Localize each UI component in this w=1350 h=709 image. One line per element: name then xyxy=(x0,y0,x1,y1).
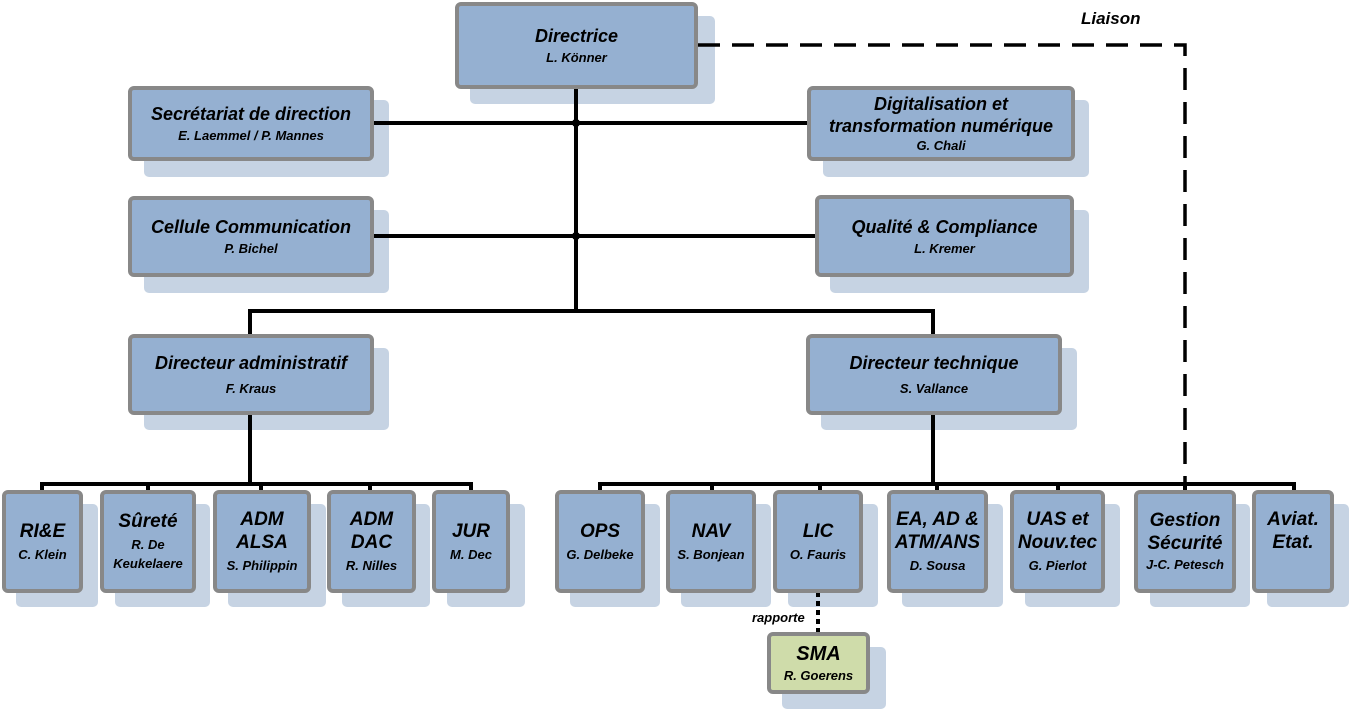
org-box-adm-dac[interactable]: ADM DAC R. Nilles xyxy=(327,490,416,593)
org-box-directeur-technique[interactable]: Directeur technique S. Vallance xyxy=(806,334,1062,415)
box-person: O. Fauris xyxy=(789,546,847,562)
org-box-surete[interactable]: Sûreté R. De Keukelaere xyxy=(100,490,196,593)
org-box-secretariat[interactable]: Secrétariat de direction E. Laemmel / P.… xyxy=(128,86,374,161)
box-person: S. Philippin xyxy=(226,558,298,573)
org-box-lic[interactable]: LIC O. Fauris xyxy=(773,490,863,593)
box-title: Cellule Communication xyxy=(150,217,352,237)
box-title-line1: Digitalisation et xyxy=(873,94,1008,114)
box-person: S. Vallance xyxy=(899,381,969,396)
org-box-aviat-etat[interactable]: Aviat. Etat. xyxy=(1252,490,1334,593)
box-person: G. Delbeke xyxy=(566,546,634,562)
box-title-line2: Etat. xyxy=(1272,532,1314,553)
org-box-uas[interactable]: UAS et Nouv.tec G. Pierlot xyxy=(1010,490,1105,593)
box-title: LIC xyxy=(802,520,834,542)
box-title: Secrétariat de direction xyxy=(150,104,352,124)
box-person: J-C. Petesch xyxy=(1145,557,1225,572)
box-title-line1: ADM xyxy=(349,509,394,530)
box-title-line1: Gestion xyxy=(1149,510,1221,531)
box-person-line2: Keukelaere xyxy=(113,556,183,571)
org-box-gestion-securite[interactable]: Gestion Sécurité J-C. Petesch xyxy=(1134,490,1236,593)
box-person: G. Chali xyxy=(916,138,966,153)
box-title: Directeur technique xyxy=(849,353,1019,373)
box-title: Sûreté xyxy=(118,511,178,532)
rapporte-label: rapporte xyxy=(752,610,805,625)
box-person-line1: R. De xyxy=(131,537,165,552)
org-box-sma[interactable]: SMA R. Goerens xyxy=(767,632,870,694)
org-box-nav[interactable]: NAV S. Bonjean xyxy=(666,490,756,593)
box-title: RI&E xyxy=(19,520,66,542)
box-title-line1: EA, AD & xyxy=(896,509,979,530)
org-box-directrice[interactable]: Directrice L. Könner xyxy=(455,2,698,89)
box-person: E. Laemmel / P. Mannes xyxy=(178,128,324,143)
box-person: M. Dec xyxy=(450,546,492,562)
box-title-line1: Aviat. xyxy=(1267,509,1319,530)
liaison-dashed-line xyxy=(698,43,1187,484)
box-person: G. Pierlot xyxy=(1028,558,1087,573)
box-person: S. Bonjean xyxy=(677,546,745,562)
org-box-communication[interactable]: Cellule Communication P. Bichel xyxy=(128,196,374,277)
box-title-line2: ALSA xyxy=(236,532,288,553)
org-box-adm-alsa[interactable]: ADM ALSA S. Philippin xyxy=(213,490,311,593)
org-box-jur[interactable]: JUR M. Dec xyxy=(432,490,510,593)
org-box-ops[interactable]: OPS G. Delbeke xyxy=(555,490,645,593)
directors-bus xyxy=(248,309,935,338)
box-title-line2: Sécurité xyxy=(1147,533,1223,554)
box-title-line2: ATM/ANS xyxy=(894,532,981,553)
box-title: NAV xyxy=(691,520,731,542)
org-box-directeur-administratif[interactable]: Directeur administratif F. Kraus xyxy=(128,334,374,415)
org-box-qualite[interactable]: Qualité & Compliance L. Kremer xyxy=(815,195,1074,277)
box-title-line1: ADM xyxy=(240,509,284,530)
box-person: L. Könner xyxy=(546,50,607,65)
box-title-line1: UAS et xyxy=(1026,509,1089,530)
box-person: R. Nilles xyxy=(345,558,398,573)
org-box-rie[interactable]: RI&E C. Klein xyxy=(2,490,83,593)
box-person: P. Bichel xyxy=(224,241,278,256)
tech-bus xyxy=(598,482,1296,494)
box-person: C. Klein xyxy=(18,546,67,562)
box-person: R. Goerens xyxy=(783,667,854,683)
box-title: JUR xyxy=(451,520,490,542)
box-title-line2: transformation numérique xyxy=(828,116,1054,136)
box-title: Directrice xyxy=(534,26,619,46)
liaison-label: Liaison xyxy=(1081,9,1141,28)
box-title: OPS xyxy=(579,520,621,542)
box-person: F. Kraus xyxy=(225,381,277,396)
org-box-digitalisation[interactable]: Digitalisation et transformation numériq… xyxy=(807,86,1075,161)
org-box-ea-ad-atm[interactable]: EA, AD & ATM/ANS D. Sousa xyxy=(887,490,988,593)
box-title-line2: DAC xyxy=(350,532,393,553)
box-title-line2: Nouv.tec xyxy=(1017,532,1098,553)
box-person: D. Sousa xyxy=(909,558,966,573)
admin-bus xyxy=(40,482,473,494)
box-title: SMA xyxy=(796,642,841,665)
box-person: L. Kremer xyxy=(914,240,975,256)
box-title: Qualité & Compliance xyxy=(851,216,1038,237)
box-title: Directeur administratif xyxy=(154,353,348,373)
